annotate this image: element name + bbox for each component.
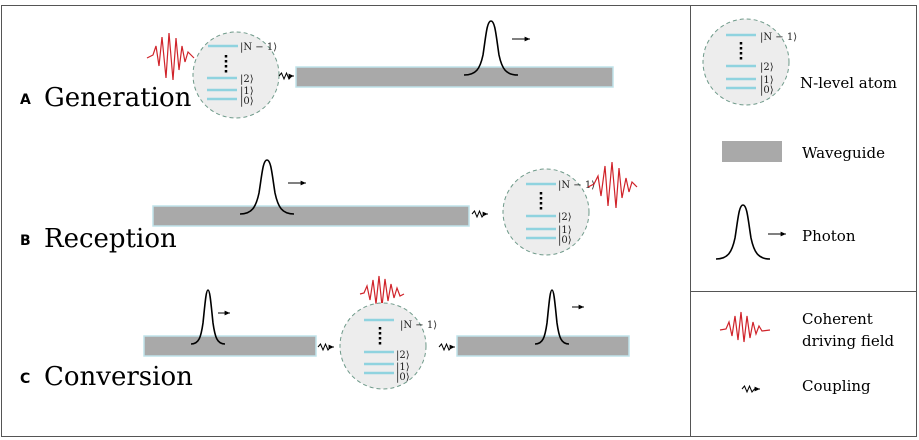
atom-circle — [339, 302, 427, 390]
row-letter-c: C — [20, 371, 30, 387]
legend: |N − 1⟩ |2⟩ |1⟩ |0⟩ N-level atom Wavegui… — [702, 18, 897, 395]
row-generation: A Generation |N − 1⟩ |2⟩ |1⟩ |0⟩ — [20, 20, 614, 119]
legend-waveguide-label: Waveguide — [802, 144, 885, 162]
level-label-top: |N − 1⟩ — [760, 32, 797, 43]
legend-photon-label: Photon — [802, 227, 856, 245]
level-label-0: |0⟩ — [240, 96, 254, 107]
legend-waveguide: Waveguide — [722, 141, 885, 162]
row-letter-b: B — [20, 233, 31, 249]
atom-circle — [502, 168, 590, 256]
waveguide — [152, 205, 470, 227]
legend-coupling: Coupling — [741, 377, 871, 395]
legend-driving-field: Coherent driving field — [719, 310, 895, 350]
level-label-1: |1⟩ — [396, 362, 410, 373]
level-label-2: |2⟩ — [396, 350, 410, 361]
row-reception: B Reception |N − 1⟩ |2⟩ |1⟩ |0⟩ — [20, 159, 638, 256]
level-label-top: |N − 1⟩ — [240, 42, 277, 53]
row-conversion: C Conversion |N − 1⟩ |2⟩ |1⟩ |0⟩ — [20, 275, 630, 392]
legend-driving-line1: Coherent — [802, 310, 873, 328]
level-label-1: |1⟩ — [558, 225, 572, 236]
photon-pulse — [463, 20, 519, 76]
level-label-0: |0⟩ — [396, 372, 410, 383]
coupling-icon — [317, 342, 334, 352]
level-label-2: |2⟩ — [760, 62, 774, 73]
level-label-0: |0⟩ — [760, 85, 774, 96]
coupling-icon — [741, 384, 760, 394]
row-title-conversion: Conversion — [44, 362, 193, 392]
row-title-generation: Generation — [44, 83, 192, 113]
photon-pulse — [190, 289, 226, 345]
photon-pulse — [715, 204, 771, 260]
level-label-2: |2⟩ — [558, 212, 572, 223]
coupling-icon — [471, 209, 488, 219]
waveguide — [143, 335, 317, 357]
level-label-1: |1⟩ — [760, 75, 774, 86]
waveguide-swatch — [722, 141, 782, 162]
legend-atom-label: N-level atom — [800, 74, 897, 92]
coupling-icon — [438, 342, 455, 352]
level-label-0: |0⟩ — [558, 235, 572, 246]
outer-frame — [1, 5, 917, 437]
level-label-2: |2⟩ — [240, 74, 254, 85]
driving-field-wave — [587, 161, 638, 209]
atom: |N − 1⟩ |2⟩ |1⟩ |0⟩ — [192, 31, 280, 119]
legend-coupling-label: Coupling — [802, 377, 871, 395]
atom: |N − 1⟩ |2⟩ |1⟩ |0⟩ — [502, 168, 595, 256]
atom-circle — [702, 18, 790, 106]
driving-field-wave — [146, 32, 195, 81]
level-label-1: |1⟩ — [240, 86, 254, 97]
row-letter-a: A — [20, 92, 31, 108]
driving-field-wave — [359, 275, 405, 307]
level-label-top: |N − 1⟩ — [400, 320, 437, 331]
atom: |N − 1⟩ |2⟩ |1⟩ |0⟩ — [339, 302, 437, 390]
driving-field-wave — [719, 311, 771, 343]
atom-circle — [192, 31, 280, 119]
row-title-reception: Reception — [44, 224, 177, 254]
coupling-icon — [278, 71, 294, 81]
waveguide — [295, 66, 614, 88]
waveguide — [456, 335, 630, 357]
level-label-top: |N − 1⟩ — [558, 180, 595, 191]
legend-photon: Photon — [715, 204, 856, 260]
photon-pulse — [534, 289, 570, 345]
photon-pulse — [239, 159, 295, 215]
legend-atom: |N − 1⟩ |2⟩ |1⟩ |0⟩ N-level atom — [702, 18, 897, 106]
legend-driving-line2: driving field — [802, 332, 895, 350]
